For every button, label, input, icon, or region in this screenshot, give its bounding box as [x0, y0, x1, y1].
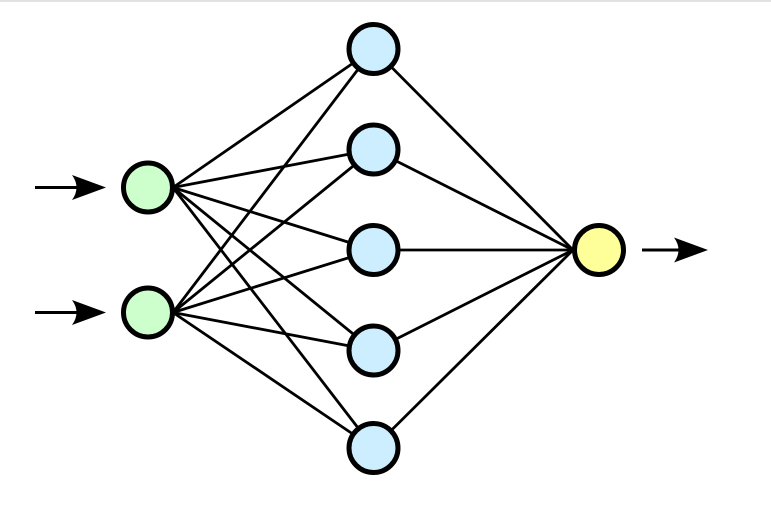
- edge-in1-h1: [172, 47, 375, 189]
- edge-in2-h2: [172, 148, 375, 314]
- edge-in2-h5: [172, 311, 375, 450]
- input-arrow-2-head: [72, 300, 106, 325]
- hidden-node-4: [346, 323, 401, 378]
- output-node-1: [572, 223, 626, 277]
- edge-in1-h4: [172, 186, 375, 352]
- hidden-node-3: [346, 223, 401, 277]
- hidden-node-2: [346, 122, 401, 177]
- input-arrow-1-head: [72, 175, 106, 200]
- hidden-node-5: [346, 421, 401, 475]
- edge-h2-out1: [372, 148, 574, 252]
- edge-h5-out1: [372, 249, 574, 449]
- edge-in1-h5: [171, 186, 375, 449]
- edge-in2-h1: [171, 48, 375, 314]
- edge-in2-h4: [172, 311, 374, 352]
- input-node-1: [121, 160, 175, 215]
- input-node-2: [121, 285, 175, 340]
- edge-h4-out1: [372, 248, 574, 352]
- edge-in2-h3: [172, 248, 374, 314]
- edge-in1-h2: [172, 148, 374, 189]
- top-border-line: [0, 0, 771, 2]
- output-arrow-head: [674, 237, 708, 263]
- edge-in1-h3: [172, 186, 374, 252]
- hidden-node-1: [346, 22, 401, 76]
- edge-h1-out1: [372, 48, 574, 251]
